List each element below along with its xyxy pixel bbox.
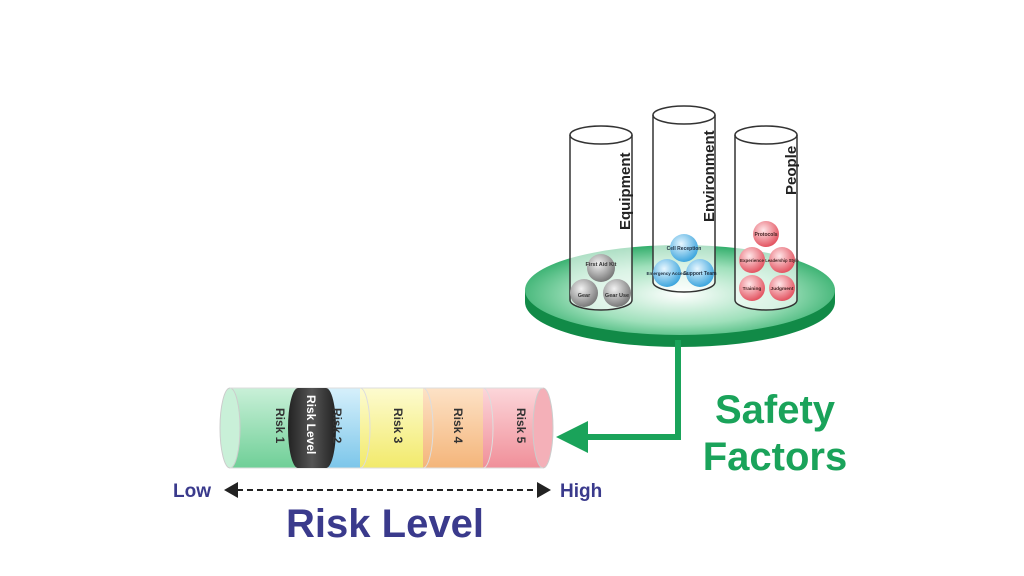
ball	[653, 259, 681, 287]
risk-cylinder-cap	[219, 387, 241, 469]
ball	[670, 234, 698, 262]
ball-label: Judgment	[771, 286, 794, 292]
safety-factors-line1: Safety	[715, 388, 836, 432]
ball	[686, 259, 714, 287]
tube-environment: Environment Cell Reception Emergency Acc…	[646, 105, 718, 293]
ball	[753, 221, 779, 247]
ball-label: Gear Use	[605, 293, 629, 299]
risk-label-4: Risk 4	[451, 408, 465, 444]
ball-label: Protocols	[754, 232, 777, 238]
tube-label: Equipment	[617, 152, 634, 230]
risk-cylinder: Risk Level Risk 1 Risk 2 Risk 3 Risk 4 R…	[219, 387, 554, 469]
segment-divider	[359, 387, 371, 469]
tube-rim	[734, 125, 798, 145]
risk-label-1: Risk 1	[273, 408, 287, 444]
low-label: Low	[173, 481, 211, 502]
segment-divider	[422, 387, 434, 469]
tube-equipment: Equipment First Aid Kit Gear Gear Use	[569, 125, 634, 311]
arrow-left-icon	[224, 482, 238, 498]
ball	[769, 247, 795, 273]
safety-factors-line2: Factors	[703, 435, 848, 479]
tube-body	[569, 135, 633, 311]
tube-rim	[569, 125, 633, 145]
tube-label: People	[783, 146, 800, 195]
ball-label: Cell Reception	[667, 246, 702, 252]
ball-label: Emergency Access	[646, 271, 688, 276]
ball	[739, 247, 765, 273]
ball-label: Leadership Style	[765, 258, 799, 263]
risk-label-3: Risk 3	[391, 408, 405, 444]
tube-people: People Protocols Experience Leadership S…	[734, 125, 800, 311]
ball	[570, 279, 598, 307]
risk-axis: Low High	[173, 481, 602, 502]
ball	[739, 275, 765, 301]
diagram-title: Risk Level	[286, 502, 484, 546]
ball	[769, 275, 795, 301]
ball-label: Experience	[740, 258, 765, 263]
ball-label: First Aid Kit	[586, 262, 617, 268]
ball	[587, 254, 615, 282]
tube-body	[652, 115, 716, 293]
risk-level-indicator-label: Risk Level	[304, 395, 318, 454]
safety-arrow	[556, 340, 681, 453]
risk-level-indicator	[288, 388, 336, 468]
tube-label: Environment	[701, 130, 718, 222]
risk-label-5: Risk 5	[514, 408, 528, 444]
high-label: High	[560, 481, 602, 502]
ball-label: Training	[743, 286, 762, 292]
safety-arrow-head	[556, 421, 588, 453]
risk-label-2: Risk 2	[330, 408, 344, 444]
ball-label: Support Team	[683, 271, 717, 277]
risk-cylinder-end	[532, 387, 554, 469]
ball-label: Gear	[578, 293, 591, 299]
ball	[603, 279, 631, 307]
safety-arrow-line	[583, 340, 681, 440]
tube-rim	[652, 105, 716, 125]
arrow-right-icon	[537, 482, 551, 498]
segment-divider	[482, 387, 494, 469]
